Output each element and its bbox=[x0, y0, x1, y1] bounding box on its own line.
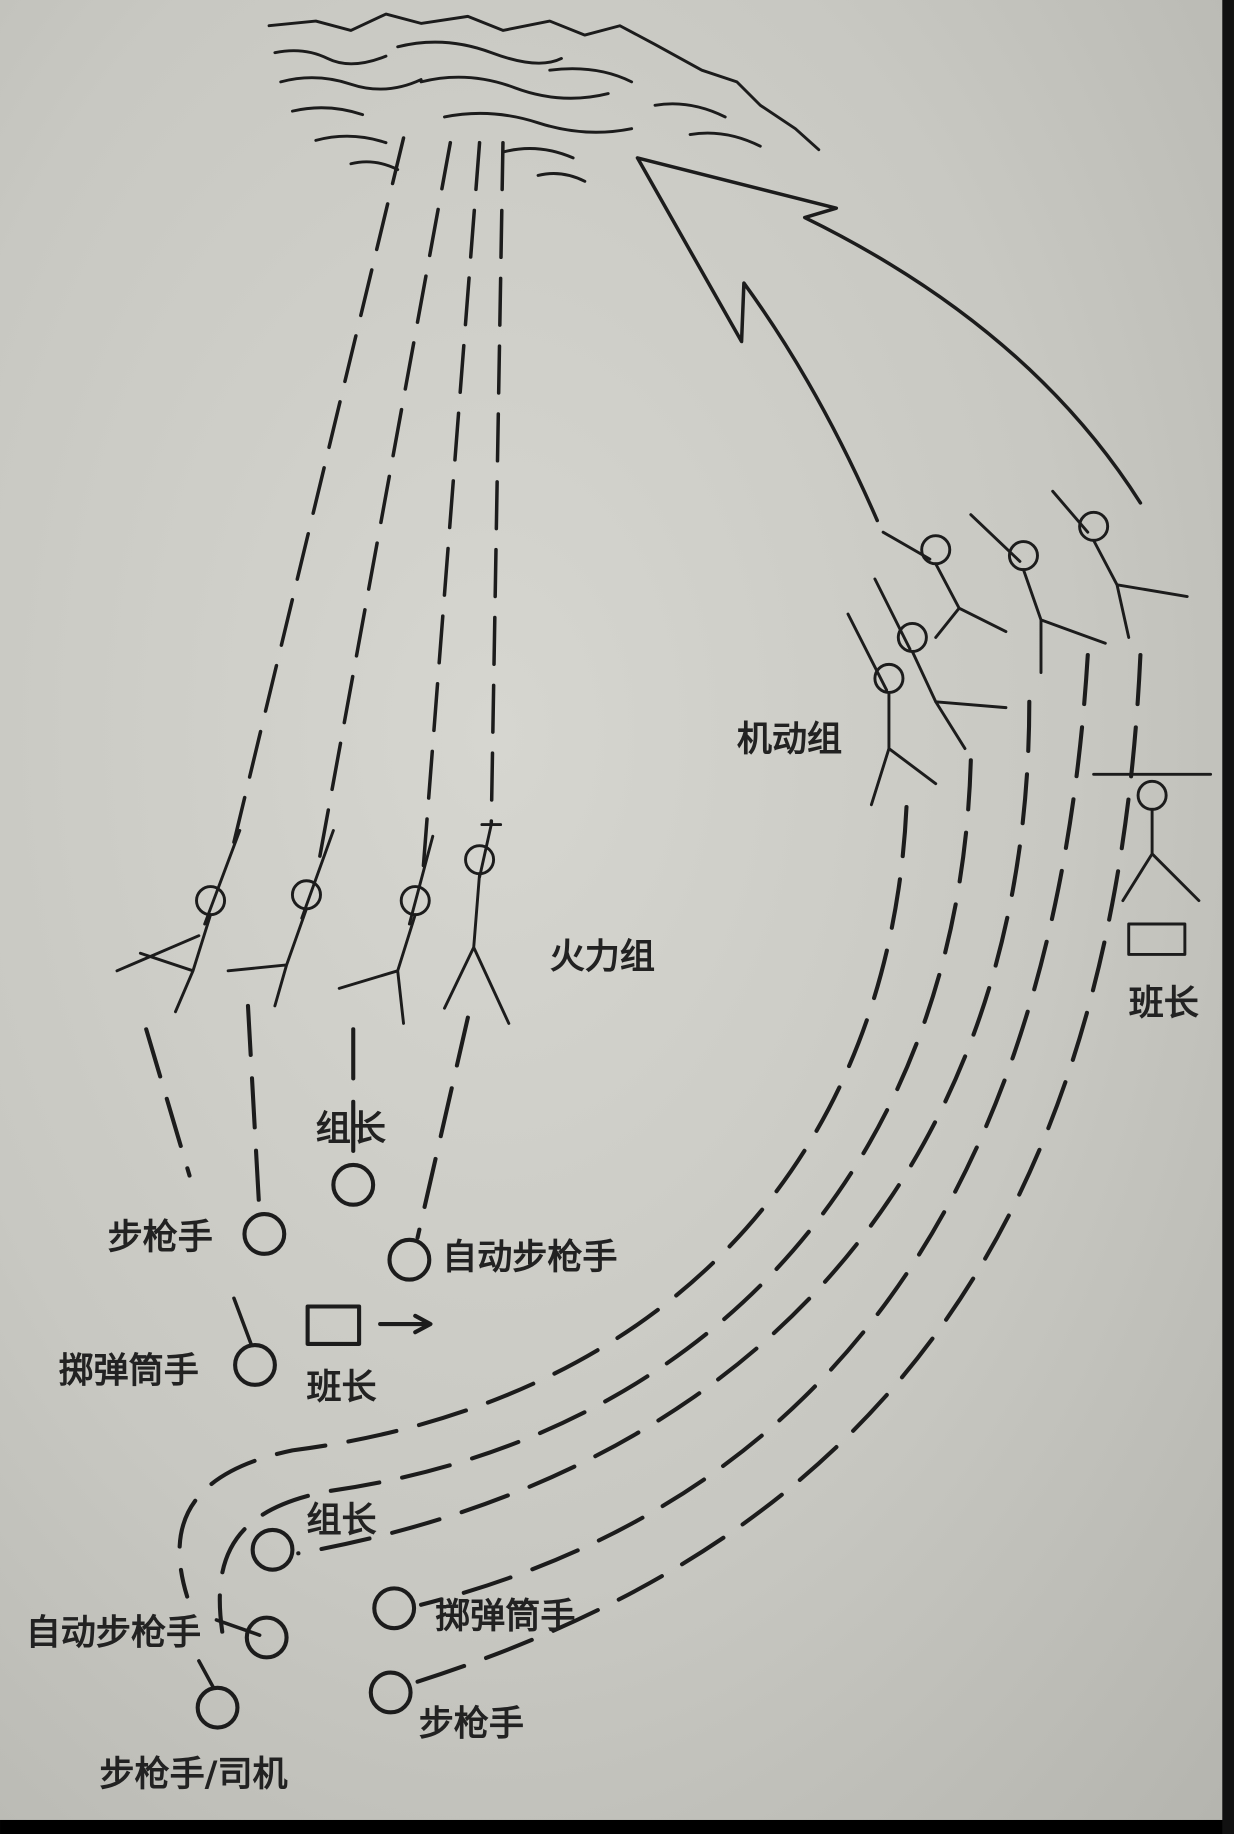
automatic-rifleman-label: 自动步枪手 bbox=[442, 1237, 617, 1278]
grenadier-label: 掷弹筒手 bbox=[58, 1351, 198, 1392]
movement-paths bbox=[144, 652, 1143, 1687]
rifleman-marker bbox=[242, 1212, 287, 1256]
soldier-figure bbox=[969, 513, 1107, 675]
arrow-right-icon bbox=[378, 1313, 433, 1335]
squad-leader-label: 班长 bbox=[1129, 983, 1199, 1024]
soldier-figure bbox=[337, 834, 435, 1025]
fire-group-label: 火力组 bbox=[550, 936, 655, 977]
squad-leader-marker bbox=[305, 1304, 362, 1346]
automatic-rifleman-marker bbox=[244, 1615, 289, 1660]
team-leader-marker bbox=[250, 1527, 295, 1572]
squad-leader-label: 班长 bbox=[306, 1367, 376, 1408]
fire-lines bbox=[232, 136, 505, 868]
mobile-group-soldiers bbox=[846, 489, 1213, 956]
soldier-figure bbox=[846, 612, 938, 807]
soldier-figure bbox=[443, 823, 511, 1025]
right-edge bbox=[1222, 0, 1234, 1834]
team-leader-marker bbox=[331, 1162, 376, 1207]
soldier-figure bbox=[115, 828, 242, 1014]
rifleman-marker bbox=[368, 1670, 413, 1715]
mountain-objective bbox=[267, 12, 821, 183]
soldier-figure bbox=[881, 530, 1008, 639]
rifleman-label: 步枪手 bbox=[419, 1704, 524, 1745]
fire-group-soldiers bbox=[115, 823, 511, 1025]
grenadier-marker bbox=[372, 1586, 417, 1631]
soldier-figure bbox=[1051, 489, 1189, 639]
bottom-edge bbox=[0, 1819, 1234, 1834]
rifleman-driver-label: 步枪手/司机 bbox=[99, 1754, 287, 1795]
rifleman-driver-marker bbox=[195, 1685, 240, 1730]
position-markers bbox=[195, 1162, 433, 1730]
automatic-rifleman-label: 自动步枪手 bbox=[26, 1613, 201, 1654]
connector-lines bbox=[197, 1296, 262, 1689]
mobile-group-label: 机动组 bbox=[737, 719, 842, 760]
soldier-figure bbox=[226, 828, 335, 1008]
team-leader-label: 组长 bbox=[306, 1500, 376, 1541]
grenadier-label: 掷弹筒手 bbox=[435, 1596, 575, 1637]
rifleman-label: 步枪手 bbox=[108, 1217, 213, 1258]
grenadier-marker bbox=[233, 1343, 277, 1387]
squad-leader-figure bbox=[1092, 772, 1213, 956]
automatic-rifleman-marker bbox=[387, 1237, 432, 1282]
maneuver-arrow bbox=[635, 156, 1143, 523]
soldier-figure bbox=[873, 577, 1008, 751]
team-leader-label: 组长 bbox=[316, 1108, 386, 1149]
